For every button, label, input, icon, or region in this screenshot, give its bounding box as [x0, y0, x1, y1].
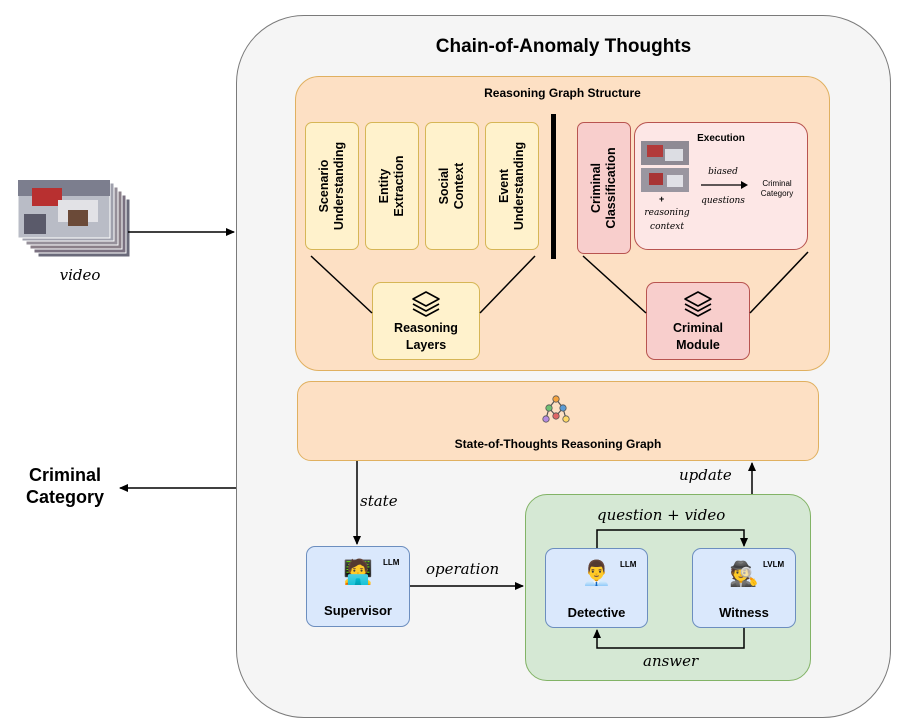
reasoning-graph-structure-title: Reasoning Graph Structure: [484, 86, 641, 100]
left-diagonal-criminal: [582, 255, 647, 314]
output-criminal-category-label: Criminal Category: [25, 465, 105, 507]
question-video-edge-label: question + video: [597, 506, 726, 524]
state-of-thoughts-title: State-of-Thoughts Reasoning Graph: [454, 437, 662, 451]
detective-label: Detective: [567, 605, 626, 620]
answer-edge-label: answer: [643, 652, 699, 670]
detective-person-icon: 👨‍💼: [581, 560, 612, 587]
layers-icon: [412, 291, 440, 317]
social-context-layer: Social Context: [425, 122, 479, 250]
update-edge-label: update: [679, 466, 732, 484]
execution-title: Execution: [697, 133, 745, 144]
witness-agent: 🕵️ LVLM Witness: [692, 548, 796, 628]
state-edge-label: state: [360, 492, 398, 510]
graph-network-icon: [542, 395, 570, 423]
criminal-module-label: Criminal Module: [672, 321, 723, 352]
entity-extraction-layer: Entity Extraction: [365, 122, 419, 250]
video-frames-icon: [17, 179, 131, 258]
plus-sign: +: [659, 194, 665, 204]
detective-badge: LLM: [620, 560, 637, 569]
criminal-module: Criminal Module: [646, 282, 750, 360]
witness-badge: LVLM: [763, 560, 785, 569]
technologist-icon: 🧑‍💻: [343, 559, 373, 586]
scenario-understanding-layer: Scenario Understanding: [305, 122, 359, 250]
questions-label: questions: [701, 196, 745, 206]
frame-thumbnails-icon: [641, 141, 689, 192]
state-of-thoughts-graph-panel: [297, 381, 819, 461]
answer-arrow: [593, 628, 745, 649]
event-understanding-layer: Event Understanding: [485, 122, 539, 250]
operation-edge-label: operation: [426, 560, 500, 578]
reasoning-context-label: reasoning context: [644, 208, 690, 232]
reasoning-layers-label: Reasoning Layers: [394, 321, 458, 352]
sleuth-icon: 🕵️: [729, 561, 759, 588]
question-video-arrow: [596, 529, 748, 548]
criminal-classification-layer: Criminal Classification: [577, 122, 631, 254]
supervisor-agent: 🧑‍💻 LLM Supervisor: [306, 546, 410, 627]
detective-agent: 👨‍💼 LLM Detective: [545, 548, 648, 628]
execution-arrow-icon: [701, 181, 748, 189]
supervisor-label: Supervisor: [324, 603, 392, 618]
execution-output-label: Criminal Category: [760, 179, 794, 198]
right-diagonal-reasoning: [479, 255, 536, 314]
layers-icon: [684, 291, 712, 317]
reasoning-layers-module: Reasoning Layers: [372, 282, 480, 360]
section-divider: [551, 114, 556, 259]
left-diagonal-reasoning: [310, 255, 373, 314]
video-thumbnail-stack: [17, 179, 131, 260]
biased-label: biased: [708, 167, 738, 177]
video-label: video: [59, 266, 101, 284]
execution-box: Execution + reasoning context biased que…: [634, 122, 808, 250]
right-diagonal-criminal: [749, 251, 809, 314]
witness-label: Witness: [719, 605, 769, 620]
diagram-title: Chain-of-Anomaly Thoughts: [435, 36, 692, 57]
supervisor-badge: LLM: [383, 558, 400, 567]
